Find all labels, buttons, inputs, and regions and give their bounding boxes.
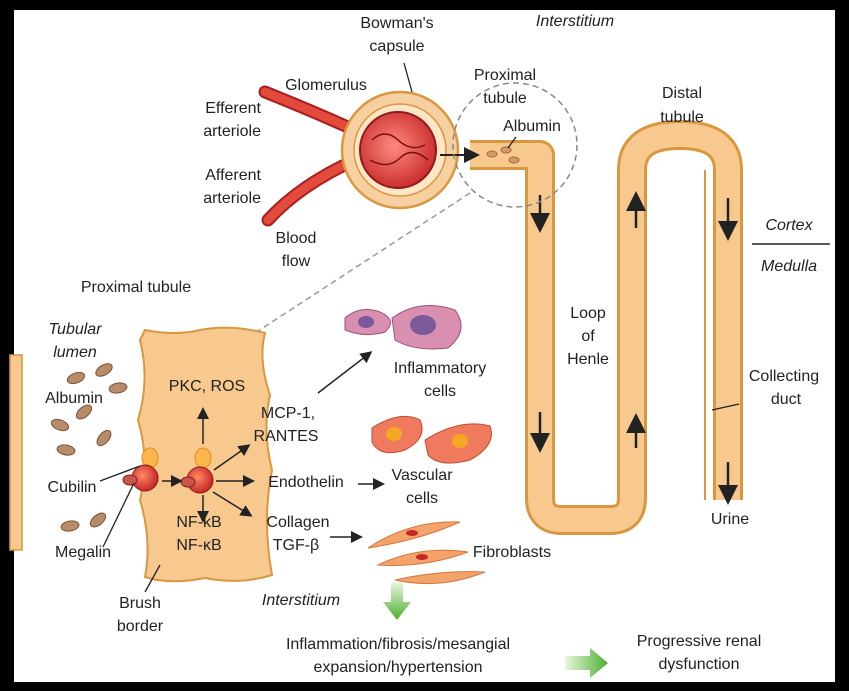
blood-flow-label-2: flow xyxy=(282,253,311,270)
proximal-tubule-left-label: Proximal tubule xyxy=(81,279,191,296)
outcome-right-label-1: Progressive renal xyxy=(637,633,762,650)
mcp1-rantes-label-2: RANTES xyxy=(254,428,319,445)
medulla-label: Medulla xyxy=(761,258,817,275)
interstitium-bottom-label: Interstitium xyxy=(262,592,340,609)
distal-tubule-label-2: tubule xyxy=(660,109,704,126)
tubular-lumen-label-2: lumen xyxy=(53,344,97,361)
afferent-arteriole-label-1: Afferent xyxy=(205,167,261,184)
nephron-tubule xyxy=(470,135,728,520)
glomerulus-label: Glomerulus xyxy=(285,77,367,94)
brush-border-label-1: Brush xyxy=(119,595,161,612)
mcp1-rantes-label-1: MCP-1, xyxy=(261,405,315,422)
distal-tubule-label-1: Distal xyxy=(662,85,702,102)
tubular-lumen-label-1: Tubular xyxy=(48,321,102,338)
vascular-cells-label-2: cells xyxy=(406,490,438,507)
bowmans-capsule-label-1: Bowman's xyxy=(360,15,433,32)
cubilin-label: Cubilin xyxy=(48,479,97,496)
endothelin-label: Endothelin xyxy=(268,474,344,491)
nfkb-label-2: NF-κB xyxy=(176,537,221,554)
cortex-label: Cortex xyxy=(765,217,813,234)
proximal-tubule-top-label-1: Proximal xyxy=(474,67,536,84)
collecting-duct-label-1: Collecting xyxy=(749,368,819,385)
vascular-cells-label-1: Vascular xyxy=(391,467,453,484)
loop-of-henle-label-2: of xyxy=(581,328,595,345)
bowmans-capsule-label-2: capsule xyxy=(369,38,424,55)
albumin-top-label: Albumin xyxy=(503,118,561,135)
fibroblasts-label: Fibroblasts xyxy=(473,544,551,561)
afferent-arteriole-label-2: arteriole xyxy=(203,190,261,207)
albumin-ovals-lumen xyxy=(50,361,128,532)
inflammatory-cells-label-1: Inflammatory xyxy=(394,360,486,377)
brush-border-label-2: border xyxy=(117,618,164,635)
outcome-left-label-1: Inflammation/fibrosis/mesangial xyxy=(286,636,510,653)
nfkb-label-1: NF-κB xyxy=(176,514,221,531)
collecting-duct-label-2: duct xyxy=(771,391,802,408)
fibroblasts xyxy=(368,522,485,584)
inflammatory-cells xyxy=(345,306,461,350)
efferent-arteriole-label-1: Efferent xyxy=(205,100,261,117)
loop-of-henle-label-1: Loop xyxy=(570,305,606,322)
loop-of-henle-label-3: Henle xyxy=(567,351,609,368)
urine-label: Urine xyxy=(711,511,749,528)
outcome-arrow-down xyxy=(383,582,411,620)
collagen-label: Collagen xyxy=(266,514,329,531)
inflammatory-cells-label-2: cells xyxy=(424,383,456,400)
tgf-beta-label: TGF-β xyxy=(273,537,320,554)
outcome-left-label-2: expansion/hypertension xyxy=(313,659,482,676)
pkc-ros-label: PKC, ROS xyxy=(169,378,245,395)
outcome-arrow-right xyxy=(565,648,608,678)
cubilin-megalin-receptor xyxy=(123,448,158,491)
glomerulus xyxy=(360,112,436,188)
vascular-cells xyxy=(372,416,491,463)
interstitium-top-label: Interstitium xyxy=(536,13,614,30)
tubule-wall-left xyxy=(10,355,22,550)
efferent-arteriole-label-2: arteriole xyxy=(203,123,261,140)
albumin-left-label: Albumin xyxy=(45,390,103,407)
outcome-right-label-2: dysfunction xyxy=(659,656,740,673)
proximal-tubule-top-label-2: tubule xyxy=(483,90,527,107)
blood-flow-label-1: Blood xyxy=(276,230,317,247)
megalin-label: Megalin xyxy=(55,544,111,561)
